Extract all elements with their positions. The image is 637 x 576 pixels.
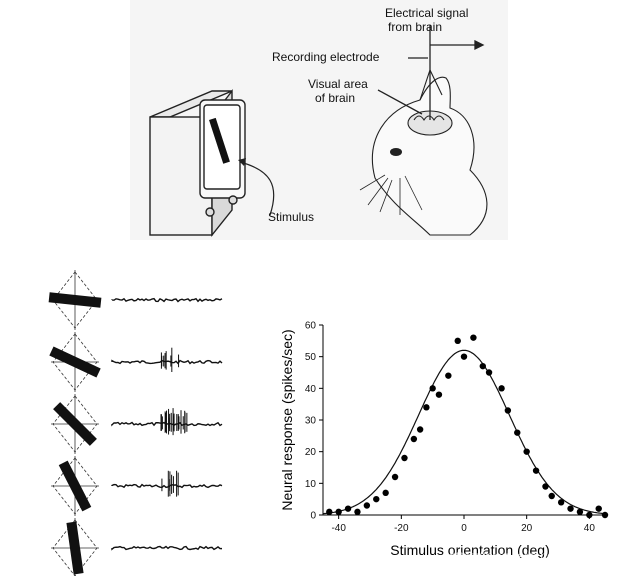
data-point	[601, 511, 609, 519]
visual-area-label-1: Visual area	[308, 77, 368, 91]
data-point	[576, 508, 584, 516]
data-point	[382, 489, 389, 497]
recording-electrode	[377, 25, 485, 120]
stimulus-row-3	[51, 394, 99, 454]
oriented-bar	[66, 521, 84, 575]
oriented-bar	[48, 292, 102, 308]
x-tick-label: 40	[584, 523, 596, 534]
baseline-noise	[111, 483, 223, 489]
stimulus-monitor	[149, 88, 246, 237]
data-point	[532, 467, 540, 474]
oriented-bar	[49, 346, 101, 378]
oriented-bar	[53, 402, 97, 446]
stimulus-row-1	[48, 270, 102, 330]
x-tick-label: 20	[521, 523, 533, 534]
data-point	[401, 454, 408, 462]
data-point	[335, 508, 342, 516]
data-point	[470, 334, 477, 341]
cat-whiskers	[359, 174, 423, 215]
data-point	[557, 499, 565, 506]
spike-trace-3	[111, 408, 223, 436]
spike-trace-5	[111, 545, 223, 551]
data-point	[567, 505, 574, 512]
gaussian-fit-curve	[322, 349, 606, 515]
data-points	[326, 334, 609, 519]
data-point	[586, 511, 593, 519]
y-axis-title: Neural response (spikes/sec)	[279, 329, 295, 510]
y-tick-label: 0	[310, 511, 316, 522]
electrical-signal-label-1: Electrical signal	[385, 6, 468, 20]
results-panel: -40 -20 0 20 40 0 10 20 30 40 50 60 Stimulus orient…	[48, 270, 625, 576]
data-point	[416, 426, 424, 433]
data-point	[454, 337, 461, 345]
data-point	[410, 435, 418, 443]
fit-line	[322, 349, 606, 515]
stimulus-label: Stimulus	[268, 210, 314, 224]
spike-traces-column	[111, 297, 223, 551]
stimulus-row-5	[51, 518, 99, 576]
data-point	[548, 492, 555, 500]
data-point	[373, 495, 380, 503]
cat-eye	[390, 148, 402, 156]
visual-area-label-2: of brain	[315, 91, 355, 105]
data-point	[429, 385, 436, 392]
data-point	[498, 385, 505, 392]
data-point	[542, 483, 549, 490]
data-point	[391, 473, 399, 481]
data-point	[514, 429, 521, 436]
chart-axes: -40 -20 0 20 40 0 10 20 30 40 50 60	[305, 321, 605, 534]
data-point	[595, 505, 602, 512]
y-tick-label: 40	[305, 384, 317, 395]
y-tick-label: 10	[305, 479, 317, 490]
baseline-noise	[111, 297, 223, 303]
data-point	[344, 505, 352, 512]
data-point	[354, 508, 361, 516]
stimulus-orientation-column	[48, 270, 102, 576]
data-point	[445, 372, 452, 379]
watermark: https://blog.csdn.net/vokuku5038	[450, 549, 626, 563]
oriented-bar	[58, 460, 92, 512]
baseline-noise	[111, 359, 223, 365]
data-point	[435, 391, 443, 398]
x-tick-label: -40	[331, 523, 346, 534]
data-point	[460, 353, 468, 360]
electrical-signal-label-2: from brain	[388, 20, 442, 34]
x-axis-title: Stimulus orientation (deg)	[390, 542, 550, 558]
recording-electrode-label: Recording electrode	[272, 50, 380, 64]
data-point	[423, 404, 430, 411]
baseline-noise	[111, 545, 223, 551]
data-point	[504, 407, 512, 414]
y-tick-label: 50	[305, 352, 317, 363]
data-point	[523, 448, 530, 455]
stimulus-row-2	[49, 332, 101, 392]
spike-trace-4	[111, 470, 223, 497]
y-tick-label: 30	[305, 416, 317, 427]
stimulus-row-4	[51, 456, 99, 516]
y-tick-label: 20	[305, 447, 317, 458]
data-point	[363, 502, 371, 509]
spike-trace-1	[111, 297, 223, 303]
data-point	[479, 362, 486, 370]
stimulus-arrow	[239, 161, 275, 216]
y-tick-label: 60	[305, 321, 317, 332]
x-tick-label: -20	[394, 523, 409, 534]
data-point	[326, 508, 333, 516]
stimulus-bar	[209, 117, 230, 164]
data-point	[485, 369, 493, 376]
cat-experiment-svg: Stimulus Electrical signal from brain Re…	[149, 6, 488, 237]
spike-trace-2	[111, 347, 223, 373]
orientation-tuning-chart: -40 -20 0 20 40 0 10 20 30 40 50 60 Stimulus orient…	[279, 321, 625, 564]
x-tick-label: 0	[461, 523, 467, 534]
cat-experiment-illustration: Stimulus Electrical signal from brain Re…	[130, 0, 508, 240]
